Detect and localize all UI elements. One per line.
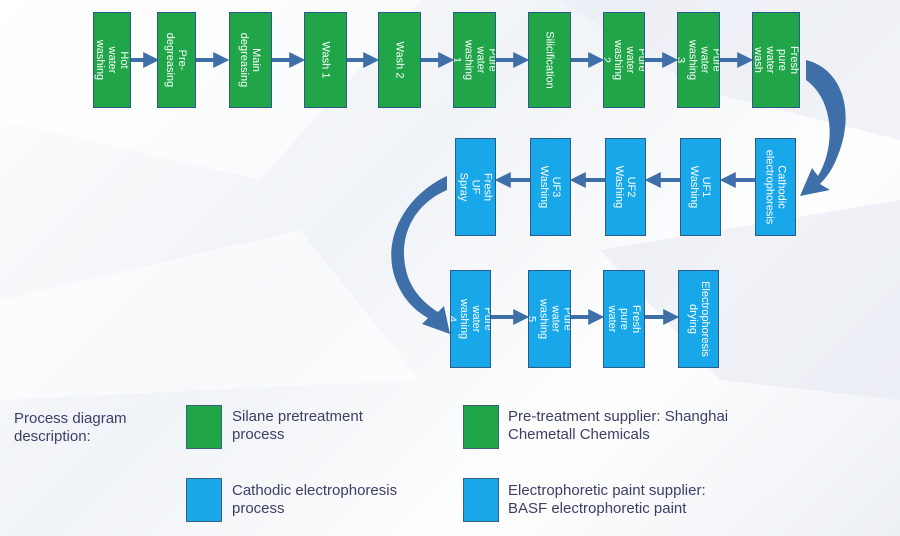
step-fresh-pure-water-wash: Fresh pure water wash — [752, 12, 800, 108]
step-cathodic-electrophoresis: Cathodic electrophoresis — [755, 138, 796, 236]
step-label: Electrophoresis drying — [686, 281, 711, 357]
step-label: Hot water washing — [94, 39, 131, 81]
step-pure-water-washing-5: Pure water washing 5 — [528, 270, 571, 368]
step-uf2-washing: UF2 Washing — [605, 138, 646, 236]
step-wash-2: Wash 2 — [378, 12, 421, 108]
legend-swatch-green-supplier — [463, 405, 499, 449]
legend-cathodic-label: Cathodic electrophoresis process — [232, 482, 398, 517]
step-label: Wash 2 — [393, 41, 406, 79]
step-pure-water-washing-3: Pure water washing 3 — [677, 12, 720, 108]
step-label: Wash 1 — [319, 41, 332, 79]
step-label: UF3 Washing — [538, 165, 563, 209]
step-label: Main degreasing — [238, 32, 263, 88]
step-hot-water-washing: Hot water washing — [93, 12, 131, 108]
step-fresh-uf-spray: Fresh UF Spray — [455, 138, 496, 236]
step-pure-water-washing-1: Pure water washing 1 — [453, 12, 496, 108]
step-electrophoresis-drying: Electrophoresis drying — [678, 270, 719, 368]
legend-swatch-blue-supplier — [463, 478, 499, 522]
step-label: Pure water washing 5 — [529, 298, 571, 340]
legend-silane-label: Silane pretreatment process — [232, 408, 363, 443]
step-uf1-washing: UF1 Washing — [680, 138, 721, 236]
step-pre-degreasing: Pre- degreasing — [157, 12, 196, 108]
step-wash-1: Wash 1 — [304, 12, 347, 108]
legend-swatch-blue — [186, 478, 222, 522]
legend-pretreatment-supplier-label: Pre-treatment supplier: Shanghai Chemeta… — [508, 408, 729, 443]
step-pure-water-washing-2: Pure water washing 2 — [603, 12, 645, 108]
step-label: Pure water washing 4 — [451, 298, 491, 340]
step-label: Pre- degreasing — [164, 32, 189, 88]
legend-paint-supplier-label: Electrophoretic paint supplier: BASF ele… — [508, 482, 706, 517]
step-label: Pure water washing 1 — [454, 39, 496, 81]
step-fresh-pure-water: Fresh pure water — [603, 270, 645, 368]
step-label: Fresh UF Spray — [457, 172, 494, 202]
step-label: UF2 Washing — [613, 165, 638, 209]
step-label: Fresh pure water — [606, 304, 642, 334]
legend-swatch-green — [186, 405, 222, 449]
step-main-degreasing: Main degreasing — [229, 12, 272, 108]
curved-arrow-left — [391, 176, 450, 334]
step-label: Pure water washing 2 — [604, 39, 645, 81]
step-silicification: Silicification — [528, 12, 571, 108]
step-label: Silicification — [543, 31, 556, 89]
step-label: Cathodic electrophoresis — [763, 149, 788, 225]
step-label: Pure water washing 3 — [678, 39, 720, 81]
step-pure-water-washing-4: Pure water washing 4 — [450, 270, 491, 368]
step-uf3-washing: UF3 Washing — [530, 138, 571, 236]
step-label: UF1 Washing — [688, 165, 713, 209]
legend-title: Process diagram description: — [14, 410, 127, 445]
curved-arrow-right — [800, 60, 846, 196]
step-label: Fresh pure water wash — [752, 45, 800, 75]
